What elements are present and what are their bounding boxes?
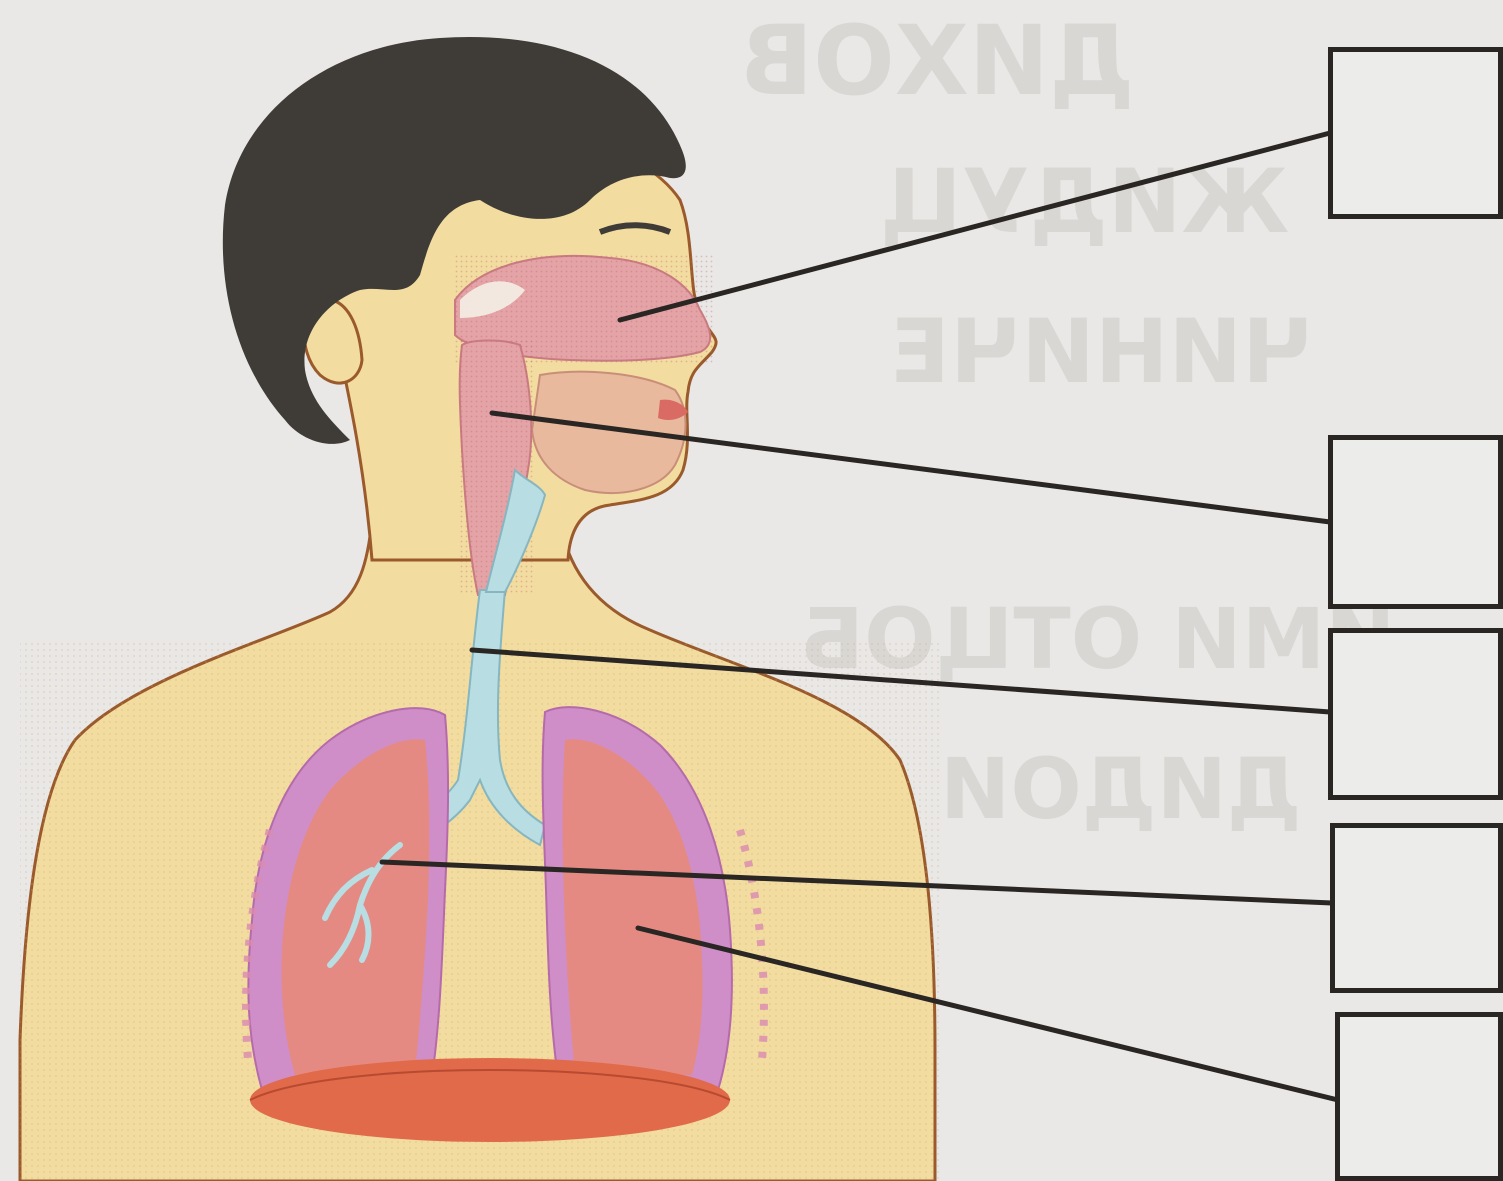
- label-box-bronchi[interactable]: [1330, 823, 1503, 993]
- label-box-nasal-cavity[interactable]: [1328, 47, 1503, 219]
- leader-line-nasal-cavity: [620, 133, 1330, 320]
- oral-cavity: [532, 372, 686, 493]
- label-box-lungs[interactable]: [1335, 1012, 1503, 1181]
- label-box-pharynx[interactable]: [1328, 435, 1503, 609]
- label-box-trachea[interactable]: [1328, 628, 1503, 800]
